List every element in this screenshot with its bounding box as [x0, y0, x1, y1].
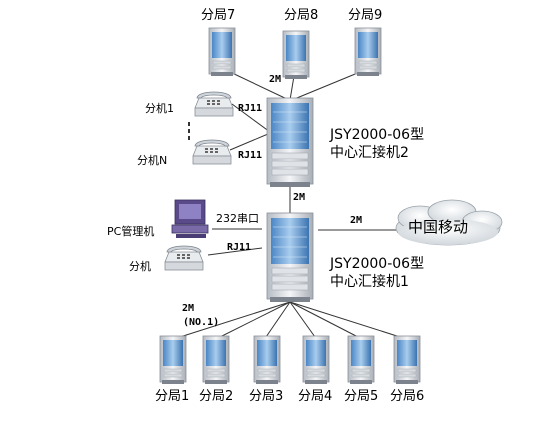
link-branch9-switch2 — [291, 71, 361, 101]
label-serial-port: 232串口 — [216, 212, 259, 225]
cabinet-branch2 — [202, 335, 230, 385]
link-switch1-branch1 — [179, 301, 291, 338]
link-extN-switch2 — [229, 133, 269, 151]
label-2m-top: 2M — [269, 74, 282, 85]
link-switch1-branch6 — [289, 301, 401, 338]
phone-ext1 — [194, 91, 234, 117]
switch1-name: 中心汇接机1 — [330, 274, 409, 290]
phone-extN — [192, 139, 232, 165]
label-branch1: 分局1 — [155, 389, 190, 404]
cabinet-branch7 — [208, 27, 236, 77]
cabinet-branch8 — [282, 30, 310, 80]
label-extN: 分机N — [137, 154, 168, 167]
label-ext1: 分机1 — [145, 102, 174, 115]
switch2-model: JSY2000-06型 — [330, 127, 425, 143]
link-switch1-branch4 — [289, 301, 316, 338]
link-switch1-branch3 — [265, 301, 291, 338]
switch2-label: JSY2000-06型 中心汇接机2 — [330, 126, 424, 162]
switch1-cabinet — [266, 212, 314, 303]
pc-icon — [171, 199, 209, 238]
label-rj11-low: RJ11 — [227, 242, 252, 253]
label-no1: (NO.1) — [183, 317, 220, 328]
link-ext1-switch2 — [231, 103, 271, 133]
label-branch8: 分局8 — [284, 8, 319, 23]
label-rj11-top: RJ11 — [238, 103, 263, 114]
label-2m-mid: 2M — [293, 192, 306, 203]
label-branch3: 分局3 — [249, 389, 284, 404]
cabinet-branch6 — [393, 335, 421, 385]
link-branch7-switch2 — [229, 71, 290, 101]
label-branch6: 分局6 — [390, 389, 425, 404]
label-ext: 分机 — [129, 260, 151, 273]
cabinet-branch9 — [354, 27, 382, 77]
label-2m-bottom: 2M — [182, 303, 195, 314]
label-branch7: 分局7 — [201, 8, 236, 23]
cabinet-branch3 — [253, 335, 281, 385]
branch-cabinets-bottom — [159, 335, 421, 385]
china-mobile-cloud — [395, 199, 503, 246]
branch-cabinets-top — [208, 27, 382, 80]
switch1-label: JSY2000-06型 中心汇接机1 — [330, 255, 424, 291]
switch1-model: JSY2000-06型 — [330, 256, 425, 272]
label-branch2: 分局2 — [199, 389, 234, 404]
switch2-name: 中心汇接机2 — [330, 145, 409, 161]
label-branch5: 分局5 — [344, 389, 379, 404]
link-phone-switch1 — [207, 247, 263, 256]
label-china-mobile: 中国移动 — [408, 218, 469, 236]
phone-ext — [164, 245, 204, 271]
cabinet-branch4 — [302, 335, 330, 385]
link-switch1-branch2 — [219, 301, 291, 338]
cabinet-branch1 — [159, 335, 187, 385]
cabinet-branch5 — [347, 335, 375, 385]
label-2m-mobile: 2M — [350, 215, 363, 226]
connection-lines — [179, 71, 401, 338]
label-branch9: 分局9 — [348, 8, 383, 23]
label-pc: PC管理机 — [107, 225, 155, 238]
link-branch8-switch2 — [289, 75, 295, 101]
link-switch1-branch5 — [289, 301, 359, 338]
label-branch4: 分局4 — [298, 389, 333, 404]
switch2-cabinet — [266, 97, 314, 188]
label-rj11-mid: RJ11 — [238, 150, 263, 161]
